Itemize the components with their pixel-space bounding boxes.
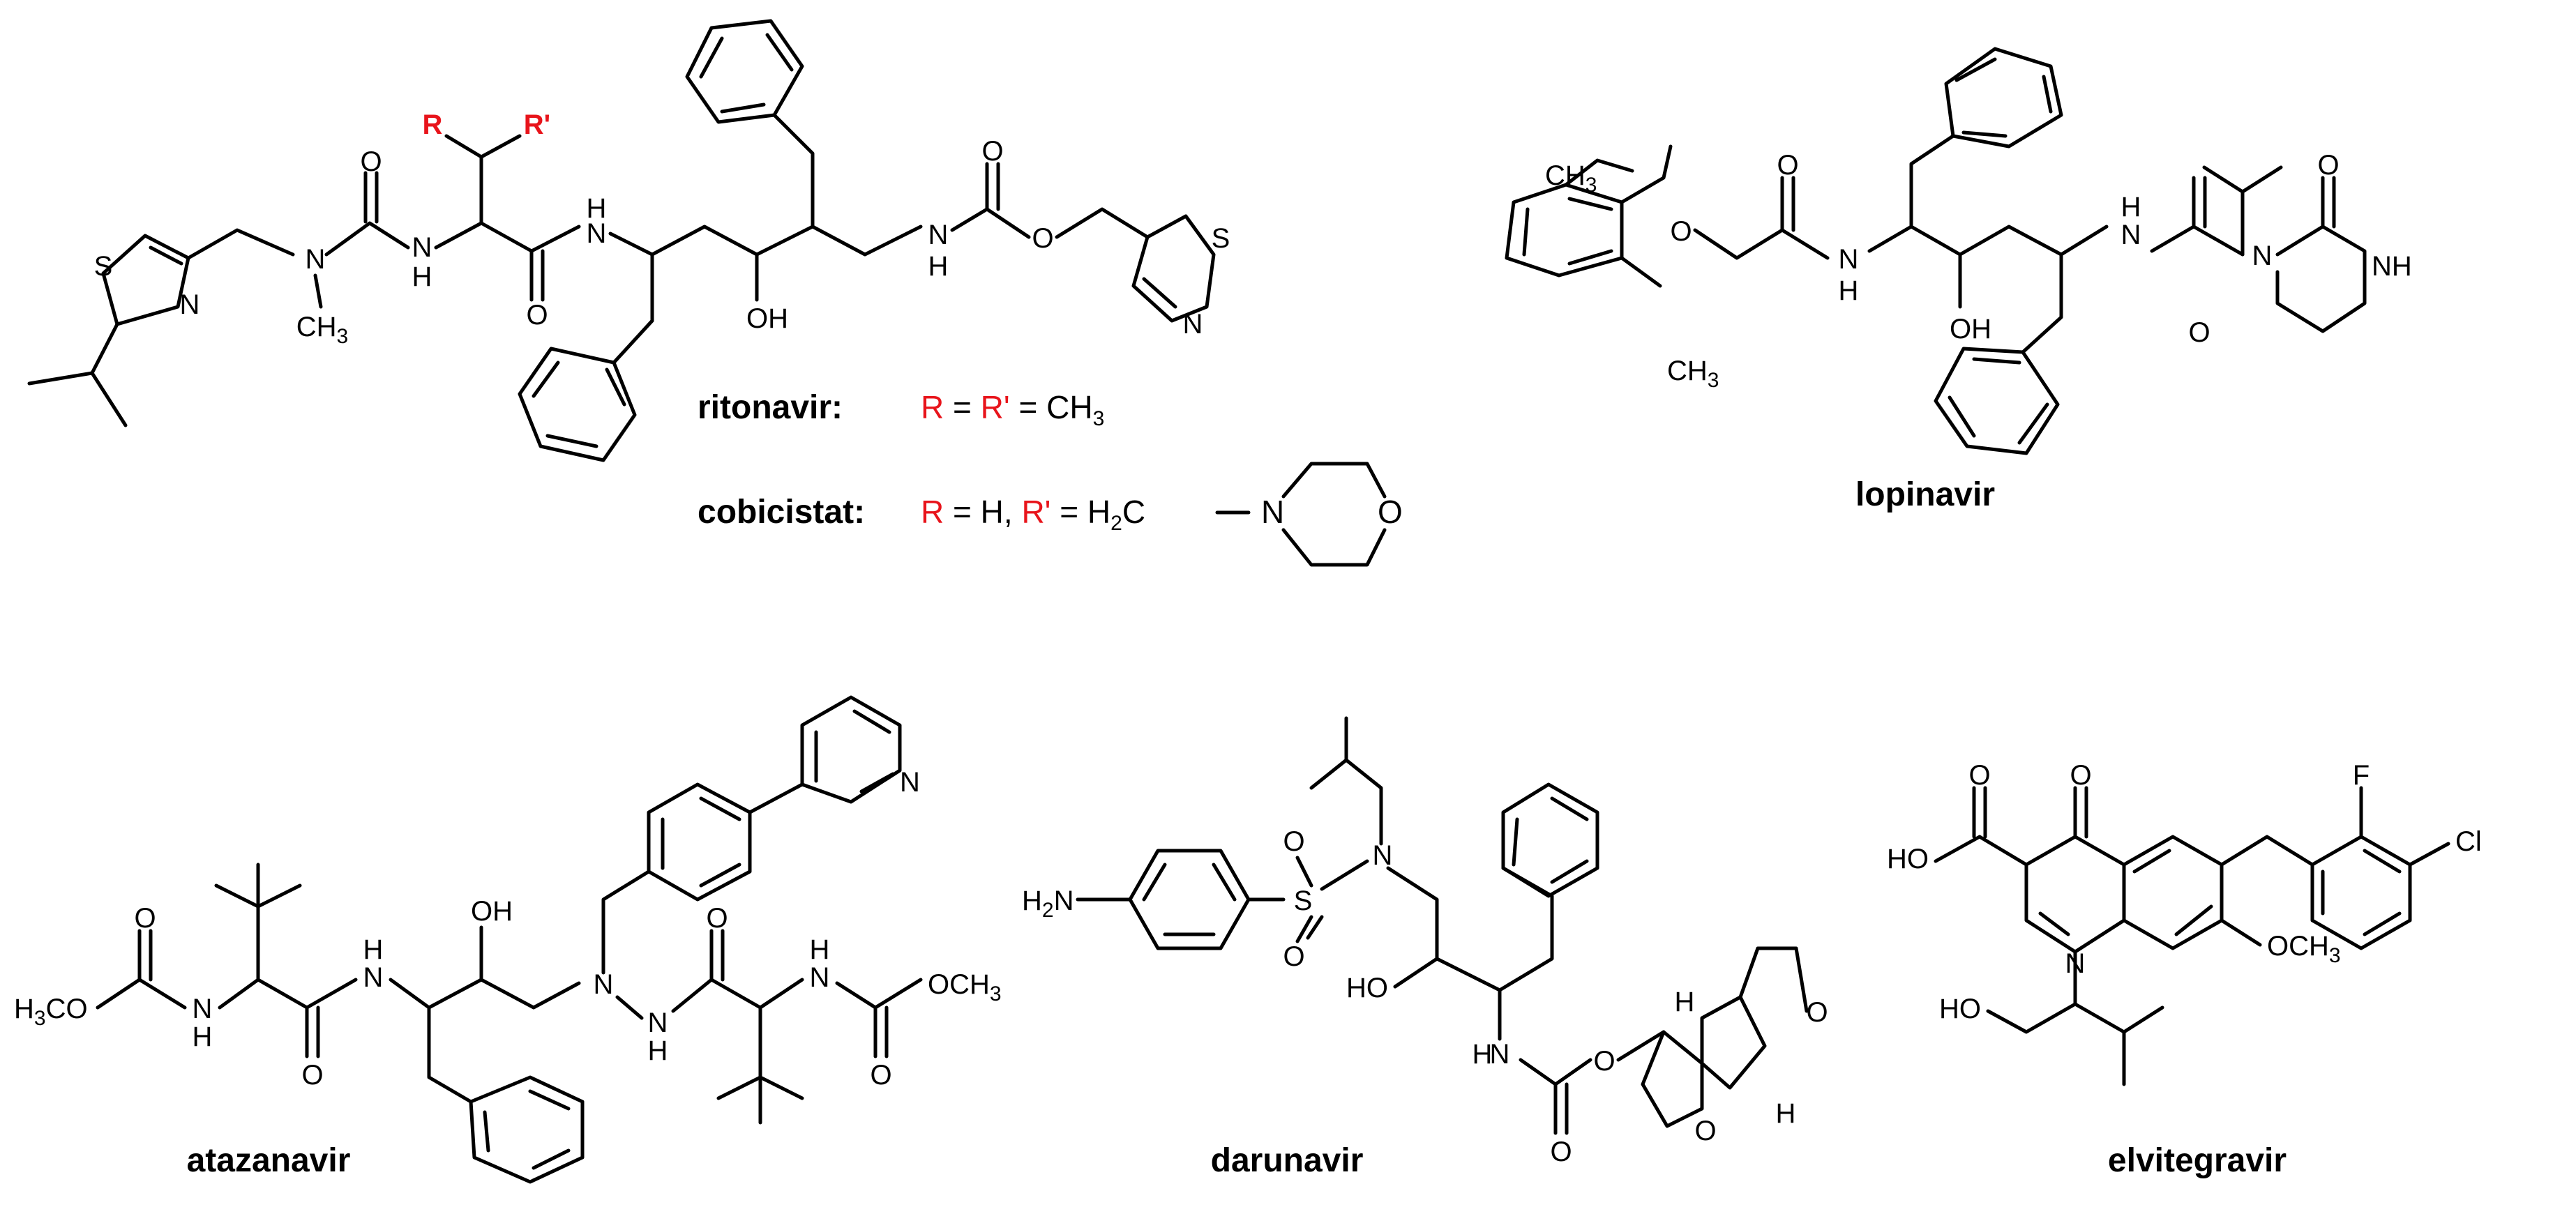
atom-label: H: [363, 934, 384, 965]
atom-label: H: [412, 261, 432, 292]
atom-label: CH3: [1667, 356, 1719, 392]
atom-label: O: [706, 903, 728, 934]
atom-label: O: [134, 903, 156, 934]
atom-label: O: [1593, 1046, 1615, 1077]
lopinavir-atoms: CH3 O O N H OH CH3 H N O N O NH lopinavi…: [1545, 150, 2412, 513]
molecule-name-atazanavir: atazanavir: [187, 1142, 351, 1179]
atom-label: N: [1373, 840, 1393, 871]
atom-label: O: [2317, 150, 2339, 181]
atom-label: H2N: [1022, 886, 1074, 922]
atom-label: O: [1694, 1116, 1716, 1146]
atom-label: H: [2121, 192, 2141, 222]
atom-label: N: [1490, 1039, 1510, 1070]
atom-label: NH: [2372, 251, 2412, 282]
atom-label: O: [1032, 223, 1053, 254]
ritonavir-legend: ritonavir: R = R' = CH3 cobicistat: R = …: [698, 389, 1403, 567]
atom-label: O: [1806, 997, 1828, 1028]
atom-label: N: [2121, 220, 2141, 250]
atom-label: H: [928, 251, 949, 282]
atom-label: N: [193, 994, 213, 1024]
atom-label: O: [526, 300, 548, 331]
atom-label: O: [1550, 1137, 1572, 1167]
atom-label: N: [1839, 244, 1859, 275]
atom-label: H: [810, 934, 830, 965]
cobicistat-substituents: R = H, R' = H2C: [921, 494, 1145, 535]
atom-label: N: [2252, 241, 2273, 271]
morpholine-n: N: [1261, 494, 1284, 530]
atom-label: OCH3: [928, 969, 1002, 1005]
atom-label: OH: [746, 303, 788, 334]
atom-label: H: [1675, 987, 1695, 1017]
molecule-name-cobicistat: cobicistat:: [698, 494, 865, 531]
atom-label: N: [1183, 309, 1203, 340]
atom-label: H: [587, 193, 607, 224]
atom-label: S: [94, 251, 113, 282]
atom-label: Cl: [2455, 826, 2482, 857]
atom-label: H: [648, 1035, 668, 1066]
ritonavir-structure: [27, 19, 1216, 462]
atom-label: O: [1777, 150, 1798, 181]
darunavir-structure: [1076, 716, 1809, 1135]
atom-label: N: [810, 962, 830, 993]
atom-label: H: [1472, 1039, 1493, 1070]
atom-label: OCH3: [2267, 931, 2341, 967]
atom-label: F: [2353, 760, 2370, 791]
atom-label: O: [1670, 216, 1692, 247]
molecule-name-darunavir: darunavir: [1211, 1142, 1364, 1179]
atom-label: CH3: [296, 312, 348, 348]
atom-label: N: [363, 962, 384, 993]
atom-label: O: [1283, 826, 1304, 857]
atom-label: O: [870, 1060, 891, 1091]
atom-label: N: [900, 767, 920, 798]
atom-label: O: [301, 1060, 323, 1091]
atom-label: H: [193, 1022, 213, 1052]
atom-label: S: [1294, 886, 1313, 916]
atom-label: O: [2188, 317, 2210, 348]
morpholine-o: O: [1378, 494, 1403, 530]
atom-label: N: [180, 289, 200, 320]
atom-label: R: [423, 109, 443, 140]
atom-label: O: [2070, 760, 2091, 791]
molecule-name-ritonavir: ritonavir:: [698, 389, 843, 426]
atom-label: N: [2065, 948, 2086, 979]
atom-label: H: [1839, 275, 1859, 306]
atom-label: H: [1776, 1098, 1796, 1129]
atom-label: O: [1968, 760, 1990, 791]
ritonavir-atoms: S N N CH3 O N H R R' O H N OH N H O O S …: [94, 109, 1230, 348]
atom-label: N: [928, 220, 949, 250]
atom-label: H3CO: [14, 994, 88, 1030]
atom-label: HO: [1939, 994, 1981, 1024]
ritonavir-substituents: R = R' = CH3: [921, 389, 1104, 430]
atom-label: OH: [471, 896, 513, 927]
atom-label: N: [306, 244, 326, 275]
atom-label: HO: [1887, 844, 1929, 874]
atom-label: OH: [1950, 314, 1991, 344]
atom-label: R': [524, 109, 550, 140]
molecule-name-elvitegravir: elvitegravir: [2108, 1142, 2287, 1179]
atom-label: N: [587, 218, 607, 249]
atom-label: S: [1212, 223, 1230, 254]
atazanavir-structure: [96, 695, 923, 1184]
atom-label: N: [412, 232, 432, 263]
molecule-name-lopinavir: lopinavir: [1855, 476, 1995, 513]
atom-label: N: [648, 1008, 668, 1038]
atom-label: O: [1283, 941, 1304, 972]
atom-label: CH3: [1545, 160, 1597, 197]
atom-label: O: [981, 136, 1003, 167]
atom-label: HO: [1346, 973, 1388, 1003]
atom-label: N: [594, 969, 614, 1000]
atazanavir-atoms: O H3CO N H O H N OH N N H O H N O OCH3 N…: [14, 767, 1002, 1179]
atom-label: O: [360, 146, 382, 177]
lopinavir-structure: [1505, 47, 2367, 455]
elvitegravir-atoms: O O HO N F Cl OCH3 HO elvitegravir: [1887, 760, 2482, 1179]
elvitegravir-structure: [1934, 786, 2450, 1086]
darunavir-atoms: H2N S O O N HO N H O O H O O H darunavir: [1022, 826, 1828, 1179]
